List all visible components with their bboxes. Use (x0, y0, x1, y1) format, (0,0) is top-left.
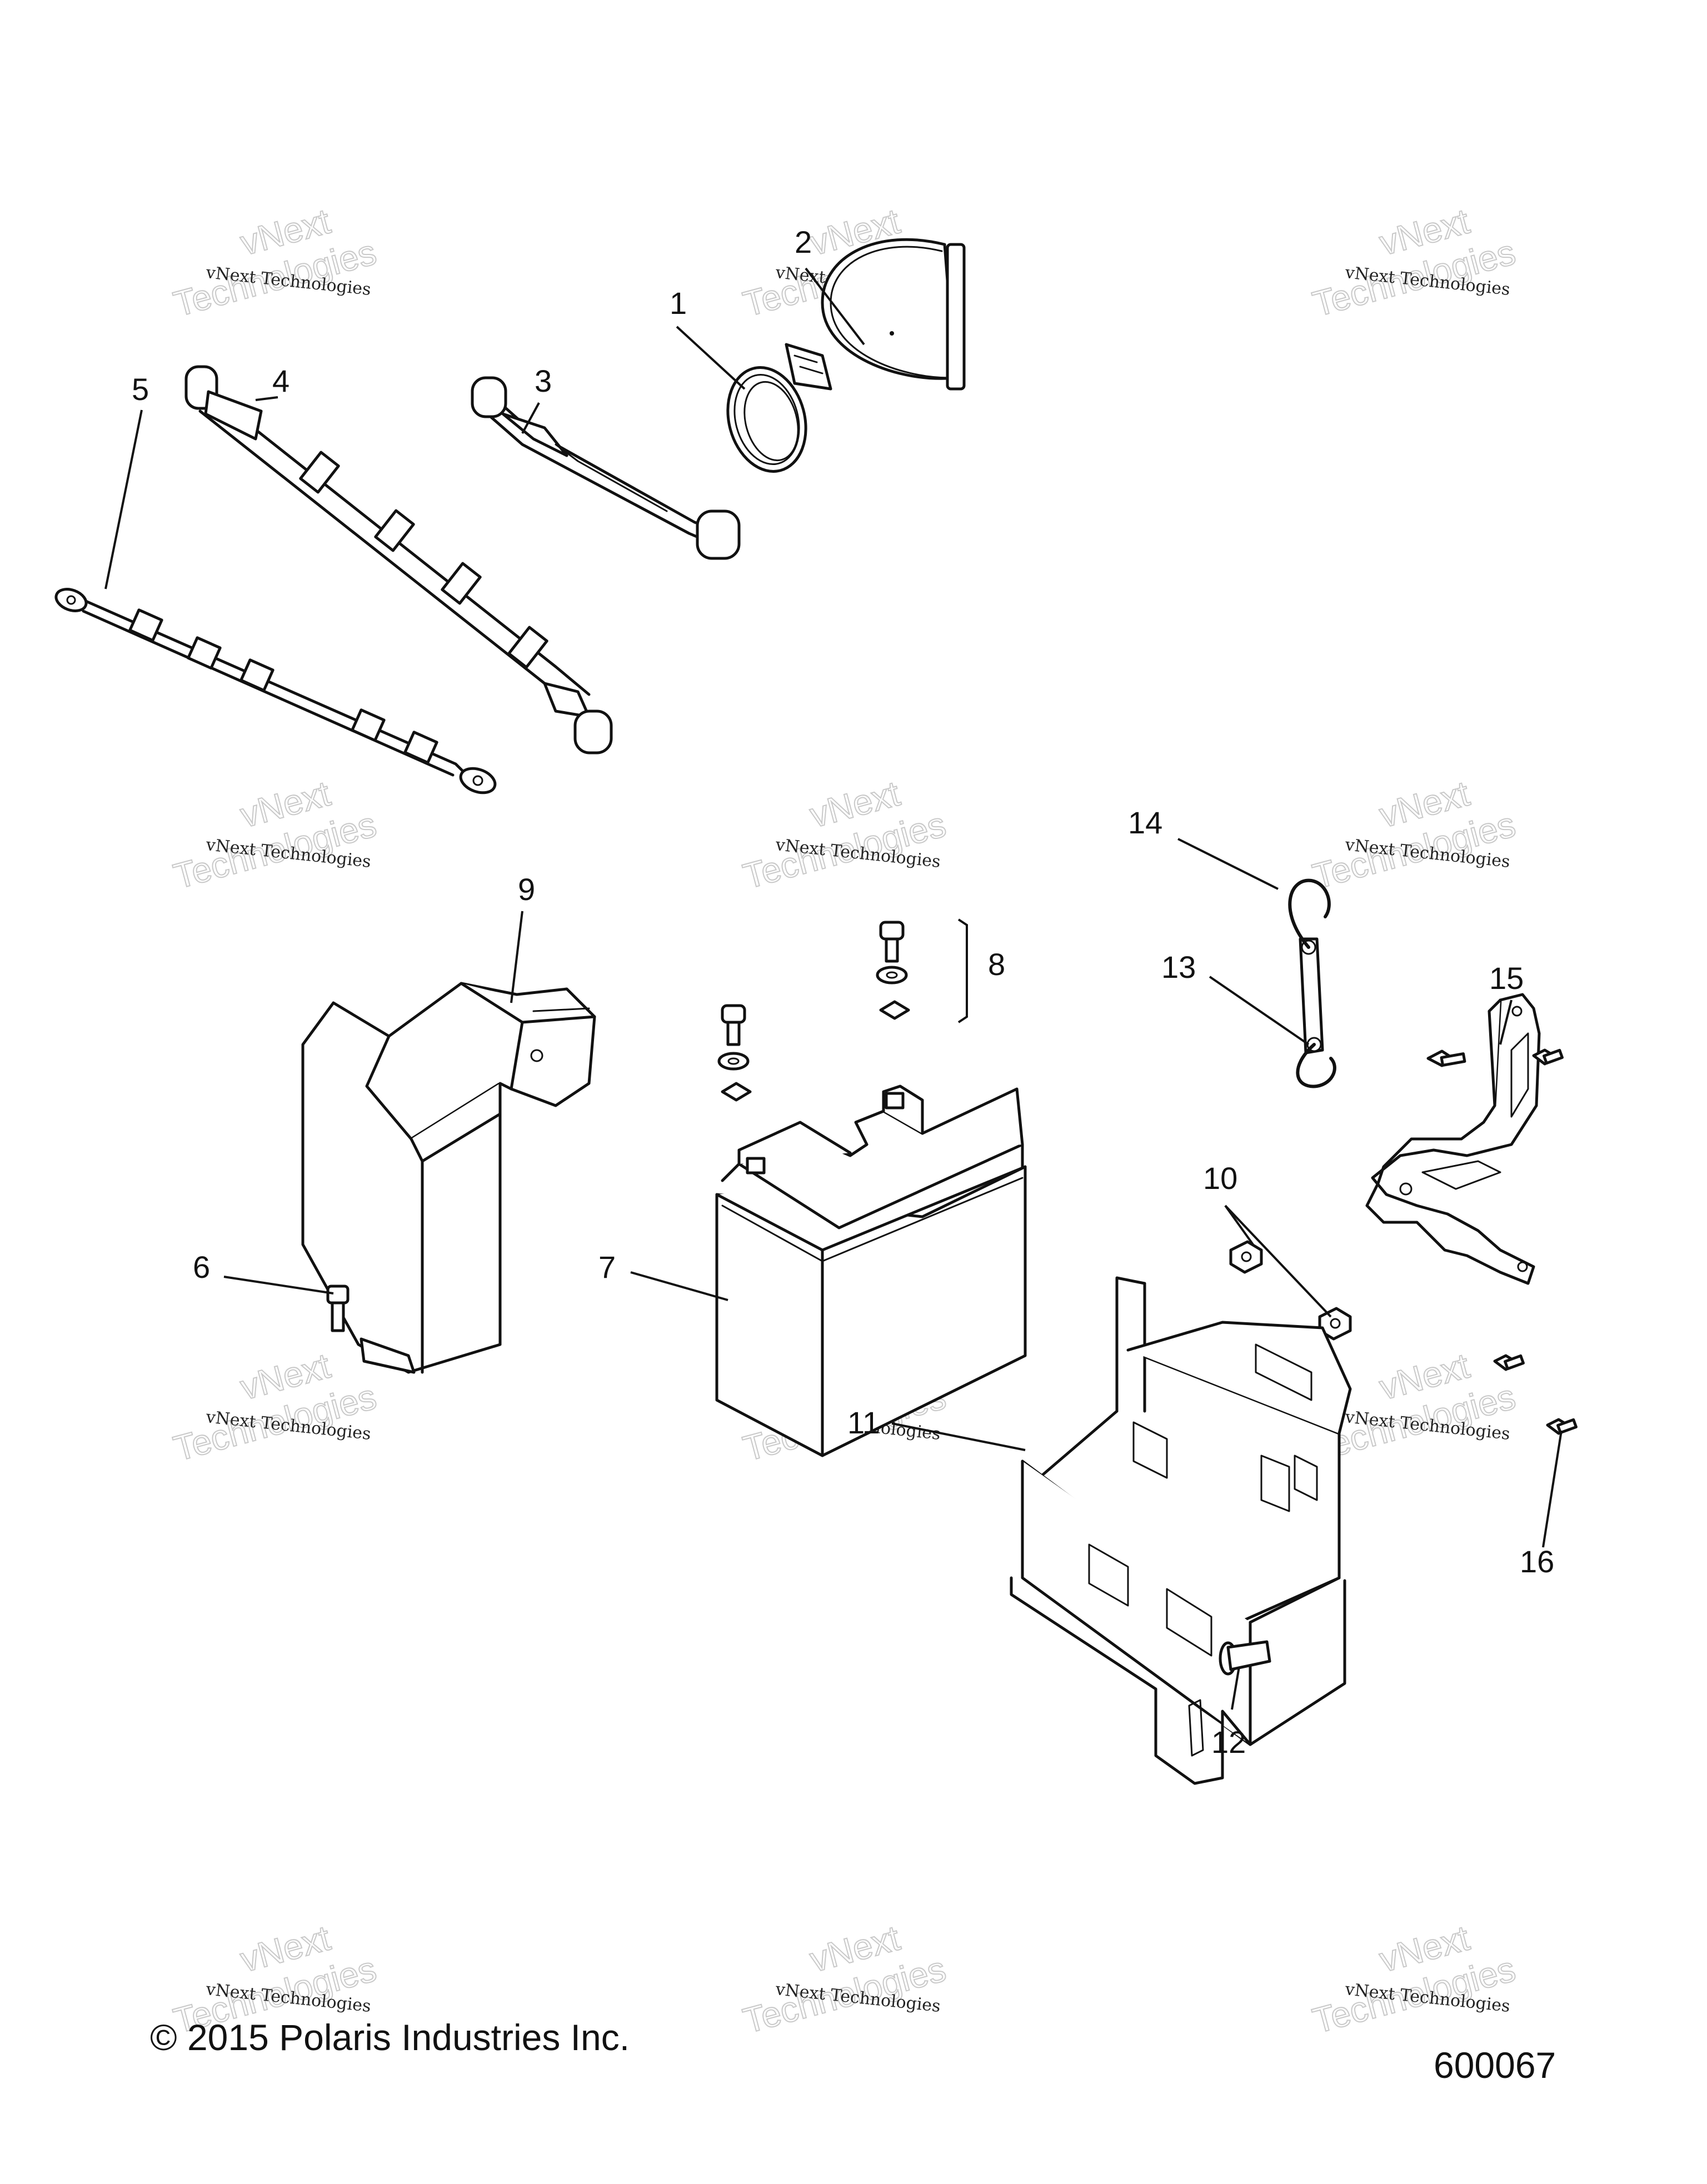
part-16-bolts (1426, 1048, 1578, 1435)
callout-14: 14 (1128, 805, 1162, 840)
callout-13: 13 (1161, 949, 1196, 984)
copyright-text: © 2015 Polaris Industries Inc. (150, 2017, 630, 2058)
part-15-bracket (1365, 993, 1541, 1285)
part-8-terminal-hardware (717, 918, 968, 1102)
callout-10: 10 (1203, 1161, 1237, 1196)
callout-2: 2 (795, 224, 812, 259)
drawing-number: 600067 (1434, 2045, 1556, 2086)
callout-12: 12 (1211, 1725, 1246, 1760)
callout-9: 9 (518, 872, 535, 907)
part-9-battery-cover (301, 982, 596, 1374)
part-6-bolt (326, 1285, 350, 1332)
callout-1: 1 (670, 286, 687, 321)
callout-6: 6 (193, 1250, 210, 1285)
part-12-stud (1219, 1640, 1271, 1676)
part-10-nuts (1229, 1240, 1352, 1341)
part-5-ground-cable (54, 588, 497, 794)
part-14-hook (1288, 878, 1336, 1088)
callout-11: 11 (847, 1405, 880, 1440)
part-13-hold-down-strap (1299, 937, 1324, 1054)
callout-labels: 1 2 3 4 5 6 7 8 9 10 11 12 13 14 15 16 (132, 224, 1554, 1760)
leader-lines (104, 267, 1563, 1710)
callout-5: 5 (132, 372, 149, 407)
callout-8: 8 (988, 947, 1005, 982)
callout-7: 7 (598, 1250, 616, 1285)
part-7-battery (715, 1084, 1027, 1457)
callout-16: 16 (1520, 1544, 1554, 1579)
part-1-strap-bundle (726, 343, 832, 473)
part-3-short-cable (471, 376, 741, 560)
callout-3: 3 (535, 363, 552, 398)
part-4-long-cable (184, 365, 613, 754)
callout-15: 15 (1489, 961, 1524, 996)
part-2-loop-strap (821, 238, 966, 391)
part-11-battery-tray (1010, 1276, 1352, 1785)
callout-4: 4 (272, 363, 290, 398)
